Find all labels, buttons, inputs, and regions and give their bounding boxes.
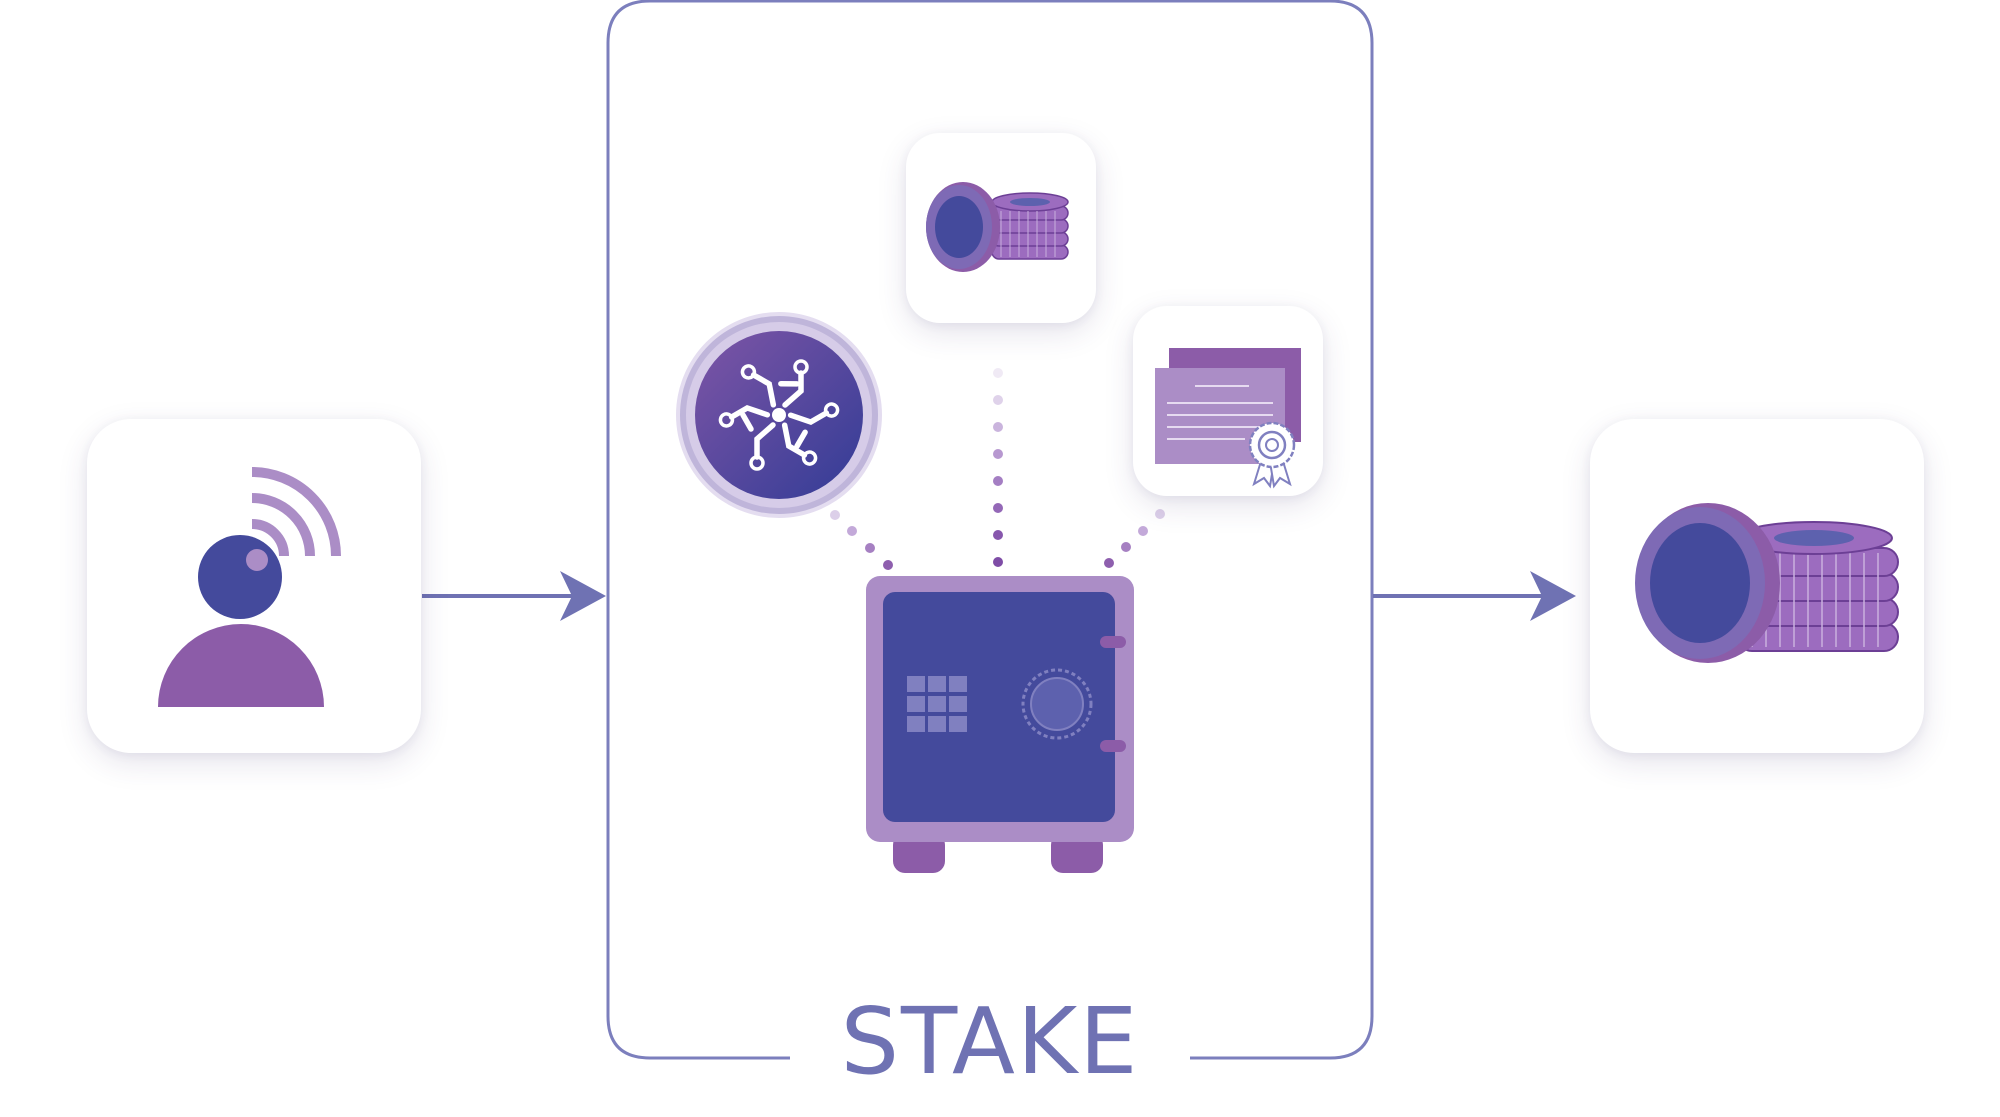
- dotted-connector-right: [1104, 509, 1165, 568]
- certificate-icon: [1155, 348, 1301, 489]
- dotted-connector-center: [993, 368, 1003, 567]
- coins-card: [906, 133, 1096, 323]
- arrow-stake-to-result: [1373, 571, 1576, 621]
- safe-icon: [866, 576, 1134, 873]
- token-logo-icon: [676, 312, 882, 518]
- stake-label: STAKE: [840, 988, 1140, 1095]
- certificate-card: [1133, 306, 1323, 496]
- dial: [1021, 668, 1093, 740]
- coin-stack-icon: [926, 182, 1069, 272]
- keypad: [907, 676, 967, 732]
- dotted-connector-left: [830, 510, 893, 570]
- coin-stack-icon: [1635, 503, 1899, 663]
- user-card: [87, 419, 421, 753]
- stake-frame: [606, 0, 1374, 1060]
- user-broadcast-icon: [158, 467, 341, 707]
- arrow-user-to-stake: [422, 571, 606, 621]
- result-card: [1590, 419, 1924, 753]
